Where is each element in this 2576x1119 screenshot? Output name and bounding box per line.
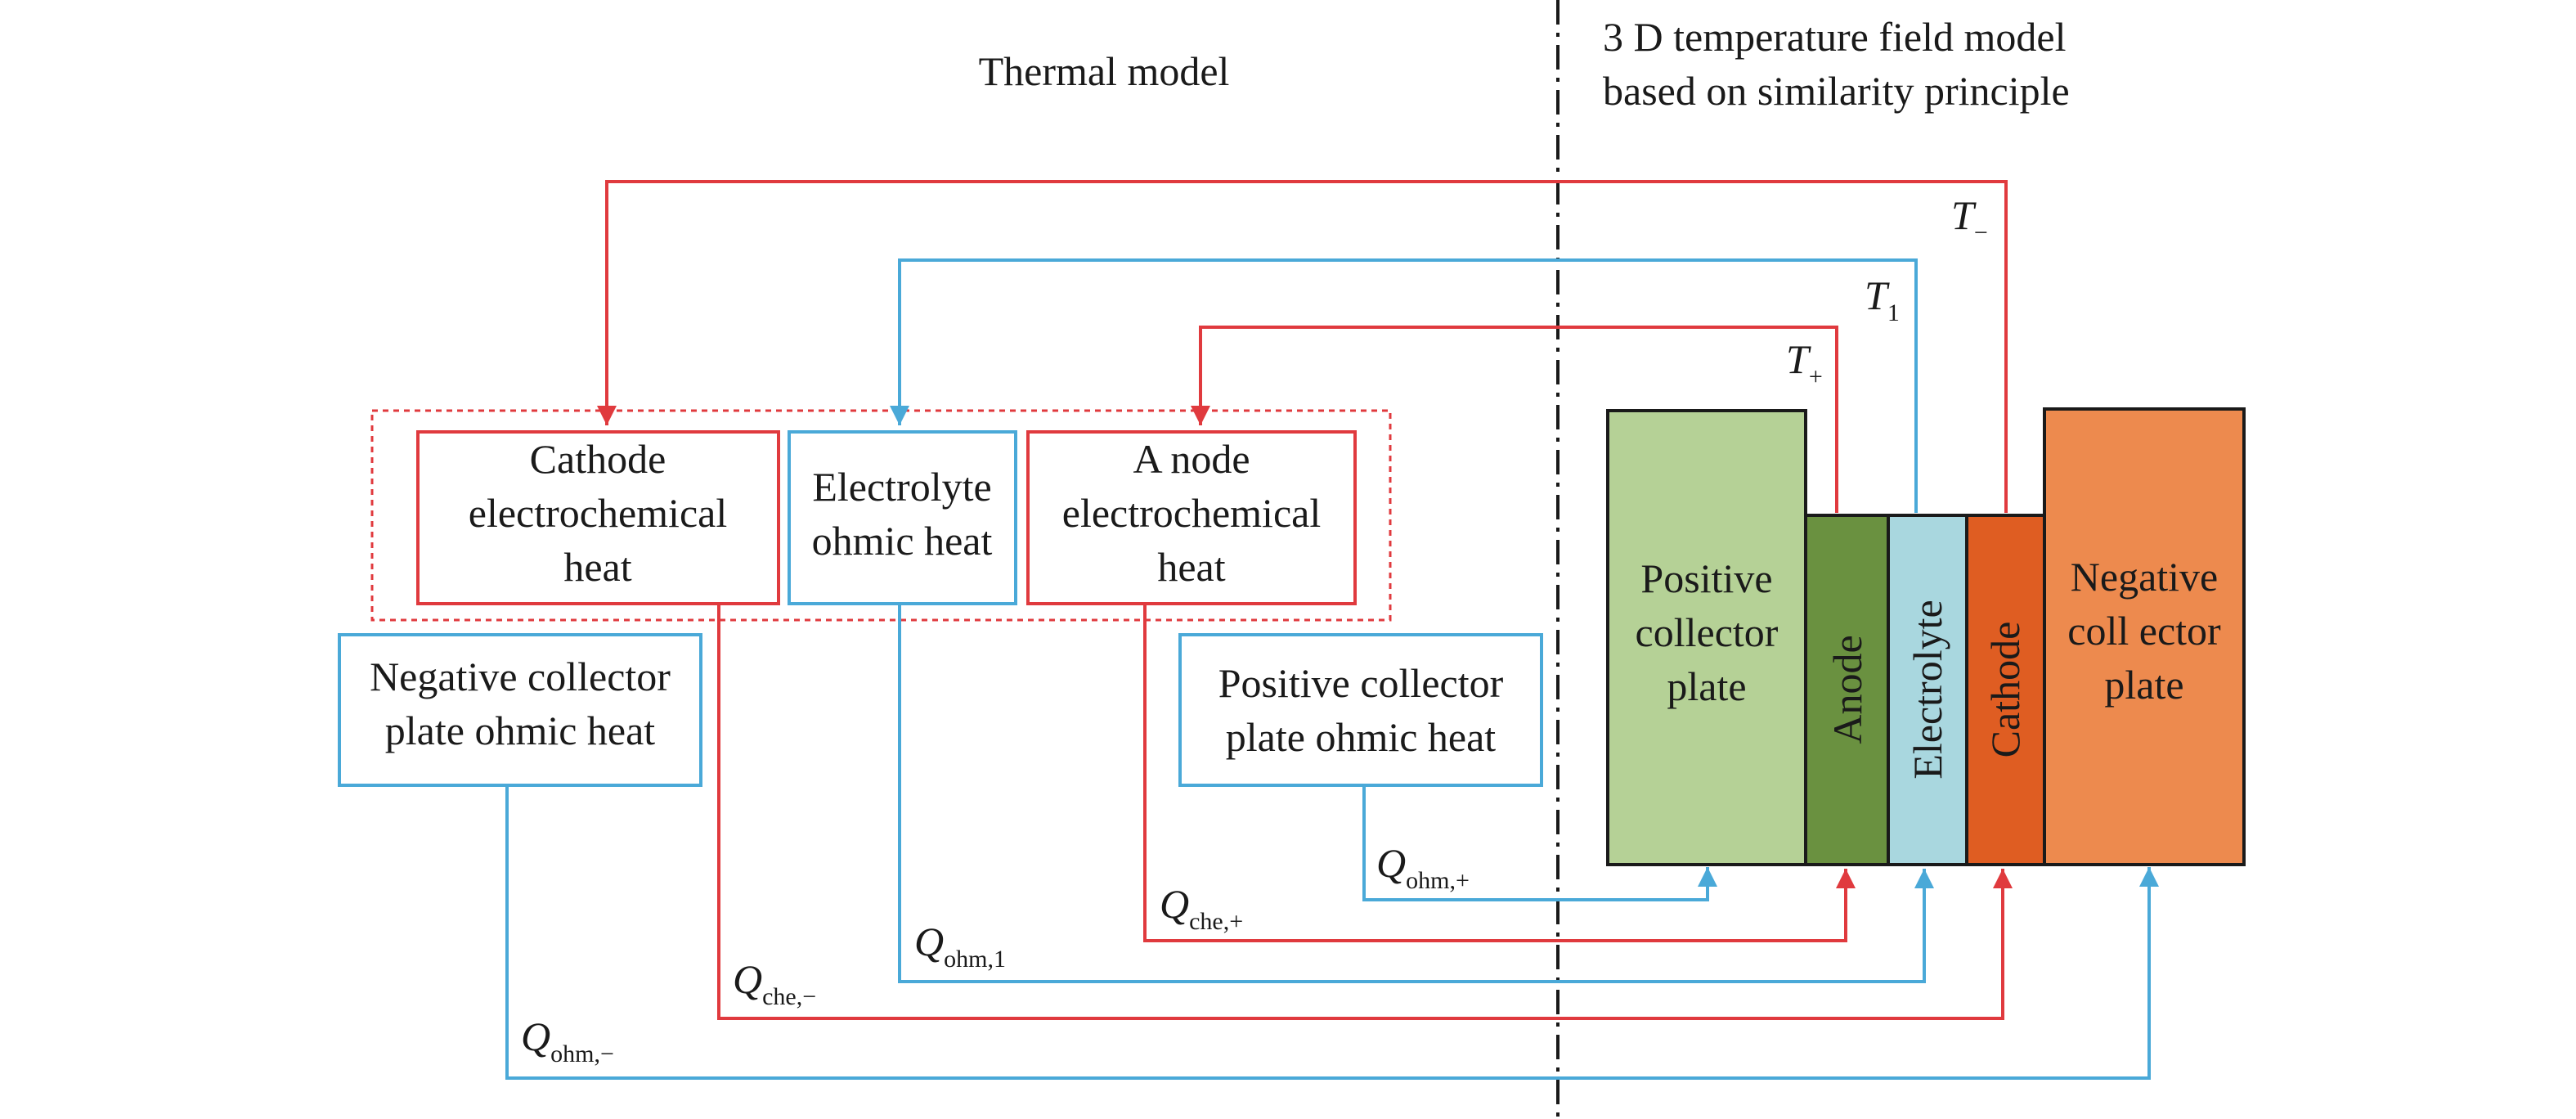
anode-heat-line-1: A node [1133,436,1250,482]
t-1-line [890,258,1918,513]
q-ohm-minus-line [505,785,2159,1080]
t-plus-sub: + [1809,363,1823,390]
positive-plate-line-1: Positive [1640,555,1772,601]
negative-plate-line-2: coll ector [2067,608,2221,654]
negative-plate-line-3: plate [2104,662,2183,708]
q-che-minus-main: Q [733,956,762,1002]
t-plus-line [1191,326,1838,513]
t-minus-line [597,180,2008,513]
q-che-minus-sub: che,− [762,983,816,1010]
anode-layer-label: Anode [1824,635,1870,744]
q-ohm-1-sub: ohm,1 [944,946,1006,973]
negative-plate-line-1: Negative [2071,554,2218,600]
t-1-main: T [1865,272,1890,318]
t-minus-main: T [1951,192,1977,238]
q-ohm-minus-label: Qohm,− [521,1013,614,1067]
anode-heat-box: A node electrochemical heat [1026,430,1357,605]
positive-plate-line-2: collector [1636,609,1779,655]
thermal-model-title: Thermal model [979,48,1230,94]
t-plus-main: T [1786,336,1811,382]
q-ohm-minus-main: Q [521,1013,550,1059]
cathode-heat-line-1: Cathode [530,436,666,482]
cathode-heat-box: Cathode electrochemical heat [416,430,780,605]
temperature-feedback-lines [597,180,2008,513]
q-ohm-minus-sub: ohm,− [550,1040,614,1067]
q-che-plus-main: Q [1160,881,1189,927]
temperature-field-title-line-2: based on similarity principle [1603,68,2070,114]
t-plus-label: T+ [1786,336,1823,390]
electrolyte-heat-line-2: ohmic heat [812,518,993,564]
electrolyte-heat-line-1: Electrolyte [812,464,991,510]
q-che-plus-sub: che,+ [1189,908,1243,935]
positive-plate-heat-line-2: plate ohmic heat [1226,714,1497,760]
positive-plate-line-3: plate [1667,663,1746,709]
anode-heat-line-3: heat [1157,544,1225,590]
anode-heat-line-2: electrochemical [1062,490,1321,536]
positive-plate-heat-line-1: Positive collector [1218,660,1504,706]
cathode-heat-line-3: heat [563,544,631,590]
negative-collector-plate: Negative coll ector plate [2043,407,2246,866]
q-ohm-1-label: Qohm,1 [914,919,1006,973]
q-che-plus-label: Qche,+ [1160,881,1243,935]
t-1-sub: 1 [1887,299,1900,326]
positive-plate-heat-box: Positive collector plate ohmic heat [1178,633,1543,787]
t-1-label: T1 [1865,272,1900,326]
q-ohm-plus-line [1362,785,1717,901]
heat-source-group-outline [370,409,1392,622]
negative-plate-heat-line-1: Negative collector [370,654,671,699]
q-ohm-plus-main: Q [1376,840,1406,886]
q-che-plus-line [1143,604,1856,942]
q-che-minus-label: Qche,− [733,956,816,1010]
q-ohm-1-line [898,604,1934,983]
q-che-minus-line [717,604,2013,1020]
negative-plate-heat-line-2: plate ohmic heat [385,708,656,753]
q-ohm-1-main: Q [914,919,944,964]
anode-layer: Anode [1804,514,1890,866]
t-minus-label: T− [1951,192,1988,246]
electrolyte-layer: Electrolyte [1887,514,1968,866]
electrolyte-layer-label: Electrolyte [1905,600,1950,779]
positive-collector-plate: Positive collector plate [1606,409,1807,866]
heat-source-lines [505,604,2159,1080]
temperature-field-title-line-1: 3 D temperature field model [1603,14,2066,60]
q-ohm-plus-sub: ohm,+ [1406,867,1470,894]
q-ohm-plus-label: Qohm,+ [1376,840,1470,894]
electrolyte-heat-box: Electrolyte ohmic heat [788,430,1017,605]
cathode-layer-label: Cathode [1982,622,2028,758]
cathode-heat-line-2: electrochemical [469,490,727,536]
negative-plate-heat-box: Negative collector plate ohmic heat [338,633,702,787]
t-minus-sub: − [1974,219,1988,246]
cathode-layer: Cathode [1965,514,2046,866]
